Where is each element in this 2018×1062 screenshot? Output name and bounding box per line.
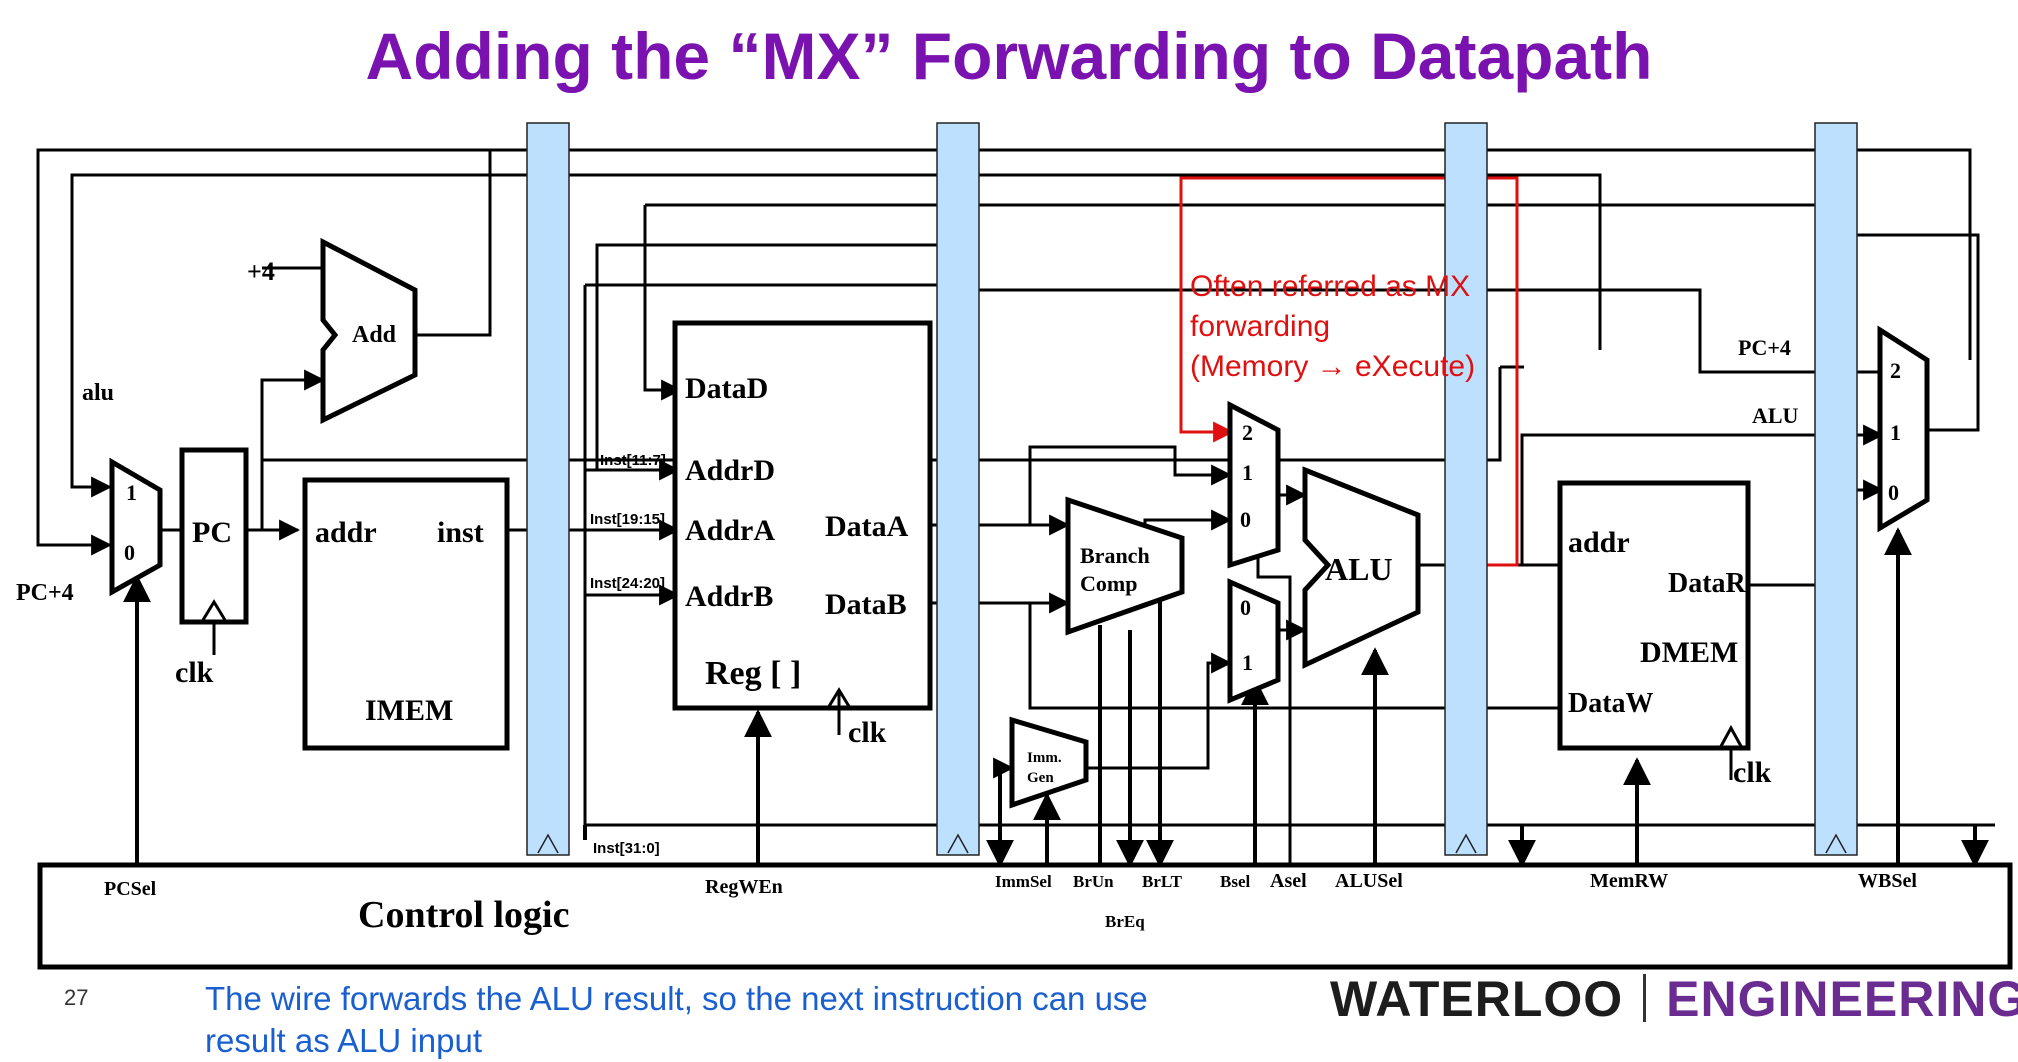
imem-block	[302, 477, 510, 751]
mx-annotation: Often referred as MX forwarding (Memory …	[1190, 270, 1475, 383]
imm-gen-label-1: Imm.	[1027, 750, 1062, 766]
dataw-label: DataW	[1568, 688, 1654, 719]
addrd-label: AddrD	[685, 454, 775, 487]
branch-comp-label-1: Branch	[1080, 543, 1150, 568]
pc4-left-label: PC+4	[16, 580, 74, 606]
datad-label: DataD	[685, 372, 768, 405]
imm-gen	[1009, 716, 1089, 809]
pc-mux-in0: 0	[124, 540, 135, 565]
alu-block	[1302, 466, 1421, 669]
wb-mux	[1877, 325, 1930, 533]
signal-breq: BrEq	[1105, 912, 1145, 931]
waterloo-engineering-logo: WATERLOO ENGINEERING	[1330, 970, 2018, 1030]
datab-label: DataB	[825, 588, 907, 621]
pc-label: PC	[192, 516, 232, 549]
pipeline-register-if-id	[526, 122, 570, 856]
reg-clk-label: clk	[848, 716, 887, 749]
wb-mux-in1: 1	[1890, 420, 1901, 445]
inst-19-15-label: Inst[19:15]	[590, 511, 665, 528]
imem-addr-label: addr	[315, 516, 377, 549]
slide-title: Adding the “MX” Forwarding to Datapath	[365, 19, 1653, 93]
signal-brun: BrUn	[1073, 872, 1114, 891]
mx-annotation-line-1: Often referred as MX	[1190, 270, 1470, 303]
control-signal-labels: Control logic PCSel RegWEn ImmSel BrUn B…	[104, 870, 1917, 936]
imem-inst-label: inst	[437, 516, 484, 549]
dmem-label: DMEM	[1640, 636, 1738, 669]
pc-register	[179, 447, 249, 625]
addra-label: AddrA	[685, 514, 775, 547]
imem-label: IMEM	[365, 694, 453, 727]
register-file-block	[672, 320, 933, 711]
pc-mux-in1: 1	[126, 480, 137, 505]
pc-clk-label: clk	[175, 656, 214, 689]
control-logic-title: Control logic	[358, 894, 569, 936]
reg-label: Reg [ ]	[705, 655, 801, 692]
signal-regwen: RegWEn	[705, 876, 783, 898]
caption-text: The wire forwards the ALU result, so the…	[205, 980, 1148, 1059]
control-wires	[123, 527, 1989, 868]
inst-24-20-label: Inst[24:20]	[590, 575, 665, 592]
signal-wbsel: WBSel	[1858, 870, 1917, 892]
signal-brlt: BrLT	[1142, 872, 1183, 891]
dmem-clk-edge	[1718, 724, 1744, 749]
alu-right-label: ALU	[1752, 403, 1799, 428]
wb-mux-in2: 2	[1890, 358, 1901, 383]
plus4-label: +4	[247, 257, 275, 286]
mx-forwarding-wire	[1179, 176, 1519, 567]
alu-b-mux	[1227, 578, 1281, 704]
dmem-addr-label: addr	[1568, 526, 1630, 559]
inst-11-7-label: Inst[11:7]	[600, 452, 666, 469]
b-mux-in0: 0	[1240, 595, 1251, 620]
a-mux-in0: 0	[1240, 507, 1251, 532]
b-mux-in1: 1	[1242, 650, 1253, 675]
pc-adder	[320, 237, 418, 425]
datar-label: DataR	[1668, 568, 1747, 599]
logo-engineering: ENGINEERING	[1666, 971, 2018, 1027]
mx-annotation-line-3: (Memory → eXecute)	[1190, 350, 1475, 383]
logo-waterloo: WATERLOO	[1330, 971, 1624, 1027]
branch-comparator	[1065, 496, 1185, 636]
pc-mux	[109, 457, 163, 597]
pc4-right-label: PC+4	[1738, 335, 1791, 360]
wb-mux-in0: 0	[1888, 480, 1899, 505]
inst-31-0-label: Inst[31:0]	[593, 840, 660, 857]
a-mux-in2: 2	[1242, 420, 1253, 445]
add-label: Add	[352, 322, 397, 348]
page-number: 27	[64, 985, 89, 1010]
alu-label: ALU	[1325, 551, 1393, 587]
imm-gen-label-2: Gen	[1027, 770, 1054, 786]
logo-divider	[1643, 974, 1647, 1022]
a-mux-in1: 1	[1242, 460, 1253, 485]
pc-clk-edge	[201, 599, 227, 621]
signal-pcsel: PCSel	[104, 878, 157, 900]
signal-bsel: Bsel	[1220, 872, 1251, 891]
pipeline-registers	[526, 122, 1858, 856]
addrb-label: AddrB	[685, 580, 773, 613]
alu-wire-label: alu	[82, 380, 114, 406]
alu-a-mux	[1227, 400, 1281, 569]
signal-alusel: ALUSel	[1335, 870, 1403, 892]
branch-comp-label-2: Comp	[1080, 571, 1137, 596]
dataa-label: DataA	[825, 510, 909, 543]
pipeline-register-mem-wb	[1814, 122, 1858, 856]
dmem-block	[1557, 480, 1751, 751]
pipeline-register-id-ex	[936, 122, 980, 856]
signal-memrw: MemRW	[1590, 870, 1668, 892]
mx-annotation-line-2: forwarding	[1190, 310, 1330, 343]
pipeline-register-ex-mem	[1444, 122, 1488, 856]
signal-immsel: ImmSel	[995, 872, 1052, 891]
signal-asel: Asel	[1270, 870, 1307, 892]
dmem-clk-label: clk	[1733, 756, 1772, 789]
control-logic-block	[37, 862, 2013, 970]
